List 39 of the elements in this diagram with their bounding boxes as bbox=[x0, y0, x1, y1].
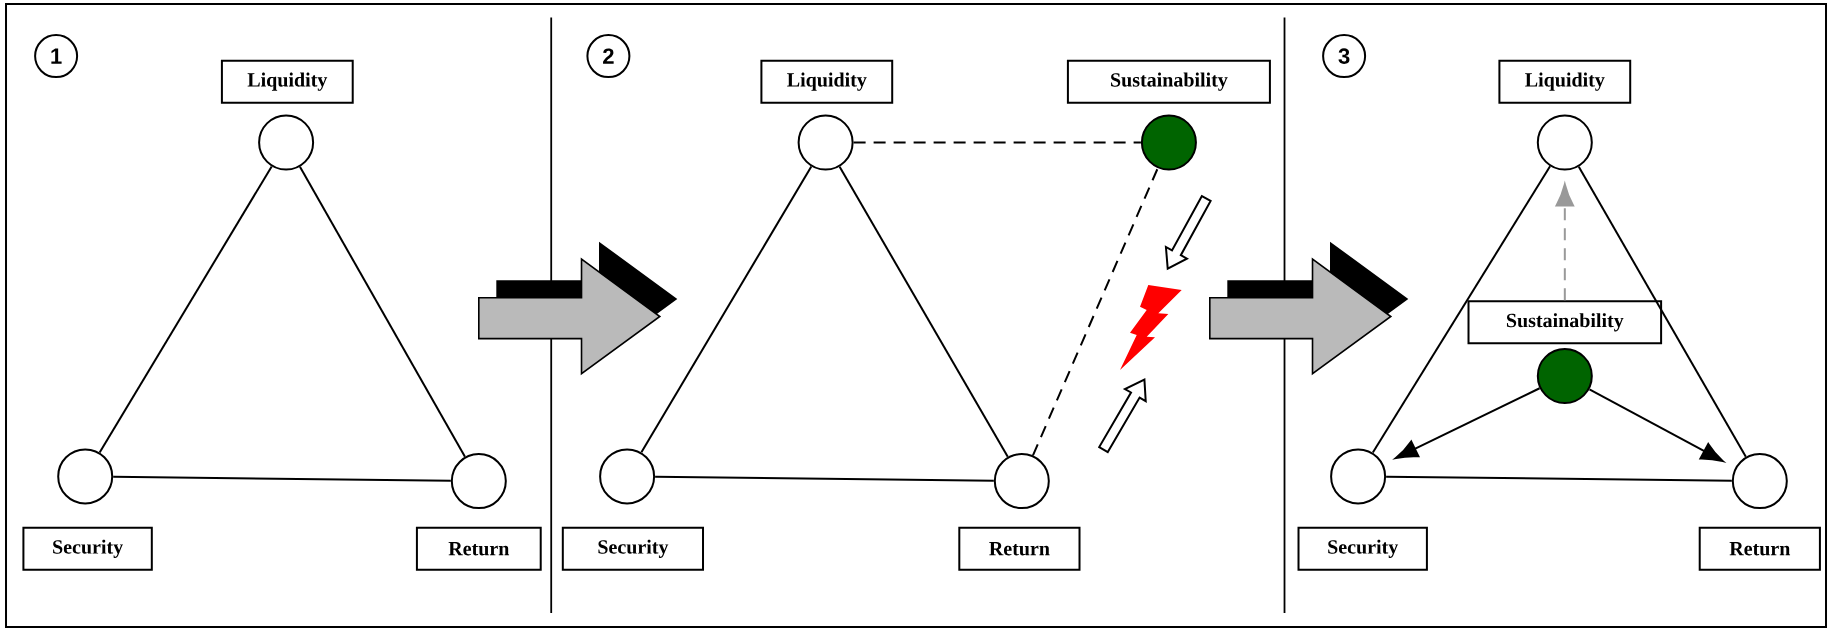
connector-line bbox=[838, 165, 1009, 458]
circle-node bbox=[450, 453, 507, 510]
connector-line bbox=[1371, 165, 1552, 454]
step-number: 3 bbox=[1322, 34, 1367, 79]
arrow bbox=[1588, 388, 1724, 463]
label-box: Liquidity bbox=[1498, 59, 1632, 104]
circle-node bbox=[599, 448, 656, 505]
label-box: Sustainability bbox=[1467, 300, 1663, 345]
label-box: Return bbox=[958, 526, 1081, 571]
label-box: Security bbox=[561, 526, 704, 571]
circle-node bbox=[797, 114, 854, 171]
label-box: Sustainability bbox=[1066, 59, 1271, 104]
arrow bbox=[1555, 183, 1575, 302]
circle-node bbox=[1731, 453, 1788, 510]
label-box: Liquidity bbox=[220, 59, 354, 104]
label-box: Return bbox=[1698, 526, 1821, 571]
connector-line bbox=[298, 165, 466, 458]
connector-line bbox=[1031, 167, 1159, 457]
connector-line bbox=[1385, 475, 1733, 482]
step-number: 2 bbox=[586, 34, 631, 79]
label-box: Liquidity bbox=[760, 59, 894, 104]
label-box: Return bbox=[415, 526, 542, 571]
connector-line bbox=[640, 165, 813, 454]
circle-node bbox=[1330, 448, 1387, 505]
circle-node bbox=[993, 453, 1050, 510]
connector-line bbox=[98, 165, 273, 454]
filled-circle bbox=[1536, 348, 1593, 404]
connector-line bbox=[1577, 165, 1747, 458]
circle-node bbox=[57, 448, 114, 505]
label-box: Security bbox=[22, 526, 153, 571]
circle-node bbox=[258, 114, 315, 171]
connector-line bbox=[654, 475, 995, 482]
circle-node bbox=[1536, 114, 1593, 171]
label-box: Security bbox=[1297, 526, 1428, 571]
step-number: 1 bbox=[34, 34, 79, 79]
filled-circle bbox=[1140, 114, 1197, 171]
connector-line bbox=[852, 141, 1142, 144]
arrow bbox=[1394, 387, 1541, 460]
connector-line bbox=[112, 475, 452, 482]
